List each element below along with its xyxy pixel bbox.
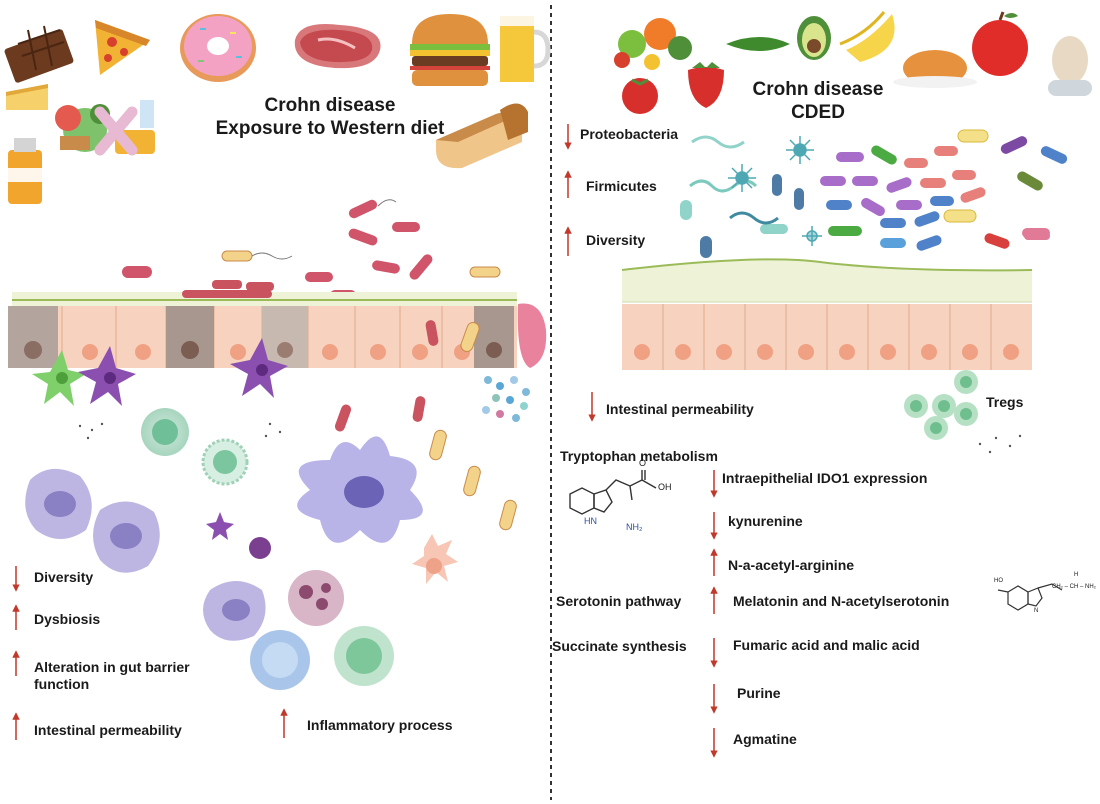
tryptophan-o-label: O	[639, 458, 647, 468]
serotonin-melatonin: Melatonin and N-acetylserotonin	[733, 593, 950, 609]
right-mucus-layer	[621, 258, 1033, 303]
dendritic-cell-green	[32, 350, 86, 406]
chicken-icon	[893, 50, 977, 88]
tryptophan-nh2-label: NH₂	[626, 522, 643, 532]
left-effect-barrier: Alteration in gut barrier function	[34, 659, 190, 693]
serotonin-pathway-title: Serotonin pathway	[556, 593, 682, 609]
treg-cells	[904, 370, 978, 440]
apple-icon	[972, 11, 1028, 76]
tryptophan-kynurenine: kynurenine	[728, 513, 803, 529]
left-effect-barrier-line2: function	[34, 676, 90, 692]
tryptophan-oh-label: OH	[658, 482, 672, 492]
pizza-icon	[95, 20, 150, 75]
left-arrows	[12, 566, 288, 740]
left-panel-title: Crohn disease Exposure to Western diet	[210, 94, 450, 140]
left-title-line1: Crohn disease	[264, 95, 396, 116]
donut-icon	[180, 14, 256, 82]
tryptophan-acetyl-arginine: N-a-acetyl-arginine	[728, 557, 855, 573]
granulocyte	[288, 570, 344, 626]
small-purple-dendrite	[206, 512, 234, 540]
avocado-icon	[797, 16, 831, 60]
bread-icon	[436, 103, 528, 169]
left-effect-permeability: Intestinal permeability	[34, 722, 182, 738]
right-microbiome-diversity: Diversity	[586, 232, 646, 248]
right-epithelium	[622, 304, 1032, 370]
tryptophan-metabolism-title: Tryptophan metabolism	[560, 448, 718, 464]
egg-icon	[1048, 36, 1092, 96]
succinate-synthesis-title: Succinate synthesis	[552, 638, 687, 654]
macrophage-bottom	[203, 581, 266, 641]
vegetables-icon	[614, 18, 692, 70]
cytokine-dots	[482, 376, 530, 422]
chocolate-icon	[4, 25, 74, 83]
small-purple-cell	[249, 537, 271, 559]
steak-icon	[294, 24, 381, 69]
translocated-yellow-bacteria	[429, 322, 517, 531]
lymphocyte-blue	[250, 630, 310, 690]
tryptophan-structure	[569, 470, 657, 515]
banana-icon	[839, 11, 895, 62]
burger-icon	[410, 14, 490, 86]
translocated-bacteria	[334, 320, 439, 432]
right-title-line2: CDED	[791, 102, 845, 123]
serotonin-n-label: N	[1034, 608, 1039, 614]
dendritic-cell-purple-2	[230, 338, 288, 398]
lymphocyte-green	[334, 626, 394, 686]
right-intestinal-permeability: Intestinal permeability	[606, 401, 754, 417]
speckles-left	[78, 422, 282, 440]
serotonin-ho-label: HO	[994, 578, 1003, 584]
dendritic-cell-peach	[412, 534, 458, 584]
serotonin-structure	[997, 583, 1063, 611]
left-effect-barrier-line1: Alteration in gut barrier	[34, 659, 190, 675]
dendritic-cell-purple	[78, 346, 136, 406]
tregs-label: Tregs	[986, 394, 1024, 410]
right-luminal-bacteria	[680, 129, 1068, 258]
left-effect-diversity: Diversity	[34, 569, 94, 585]
serotonin-chain-label: CH₂ – CH – NH₂	[1052, 584, 1096, 590]
serotonin-h-label: H	[1074, 572, 1079, 578]
left-title-line2: Exposure to Western diet	[215, 118, 445, 139]
left-lamina-propria	[25, 320, 530, 690]
cucumber-icon	[726, 37, 790, 51]
other-purine: Purine	[737, 685, 781, 701]
crossed-junk-food-icon	[55, 100, 155, 156]
left-effect-inflammatory: Inflammatory process	[307, 717, 453, 733]
tomato-icon	[622, 78, 658, 114]
succinate-fumaric: Fumaric acid and malic acid	[733, 637, 920, 653]
right-microbiome-proteobacteria: Proteobacteria	[580, 126, 679, 142]
cheese-icon	[6, 84, 48, 110]
macrophage-left-2	[93, 501, 160, 573]
tryptophan-hn-label: HN	[584, 516, 597, 526]
macrophage-left-1	[25, 468, 92, 539]
right-panel-title: Crohn disease CDED	[742, 78, 894, 124]
right-arrows	[564, 124, 718, 758]
right-title-line1: Crohn disease	[752, 79, 884, 100]
left-luminal-bacteria	[122, 199, 501, 300]
beer-icon	[500, 16, 551, 82]
left-effect-dysbiosis: Dysbiosis	[34, 611, 101, 627]
tryptophan-ido1: Intraepithelial IDO1 expression	[722, 470, 928, 486]
juice-bottle-icon	[8, 138, 42, 204]
speckles-right	[978, 434, 1022, 454]
strawberry-icon	[688, 62, 724, 108]
right-microbiome-firmicutes: Firmicutes	[586, 178, 657, 194]
macrophage-large	[297, 436, 423, 543]
other-agmatine: Agmatine	[733, 731, 797, 747]
left-mucus-layer	[12, 280, 517, 306]
